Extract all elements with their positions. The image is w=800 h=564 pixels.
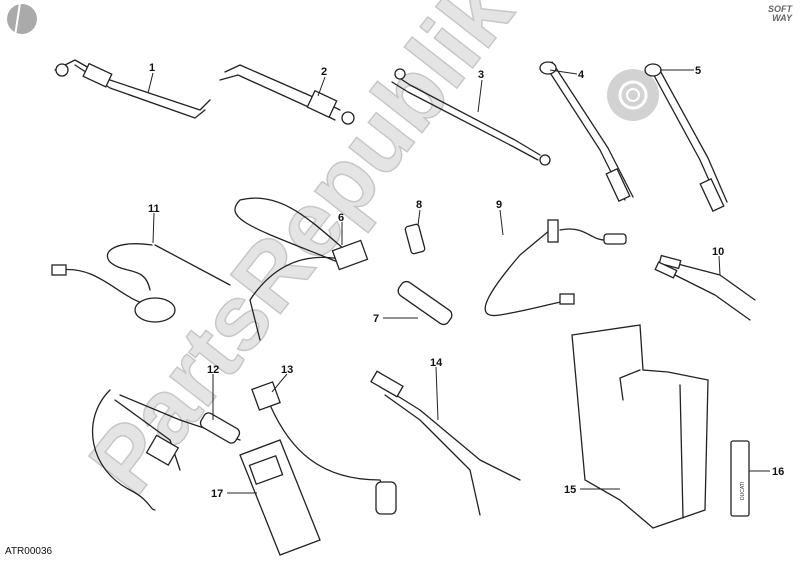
callout-4: 4 <box>578 69 585 81</box>
callout-5: 5 <box>695 65 701 77</box>
globe-icon <box>7 2 37 37</box>
callout-12: 12 <box>207 364 219 376</box>
part-2-hose <box>219 64 355 125</box>
callout-17: 17 <box>211 488 223 500</box>
part-10-clips <box>654 254 756 321</box>
part-11-probe <box>51 243 231 323</box>
callout-10: 10 <box>712 246 724 258</box>
part-12-harness <box>91 389 241 511</box>
part-15-case <box>571 324 709 529</box>
part-5-hose <box>644 63 728 212</box>
part-6-cable <box>234 197 369 341</box>
callout-8: 8 <box>416 199 422 211</box>
callout-1: 1 <box>149 62 155 74</box>
part-1-hose <box>54 59 211 119</box>
callout-3: 3 <box>478 69 484 81</box>
part-14-cable <box>370 370 521 516</box>
part-3-hose <box>391 68 551 166</box>
diagram-code: ATR00036 <box>5 546 53 557</box>
part-9-cable <box>484 219 627 317</box>
svg-text:PartsRepublik: PartsRepublik <box>70 0 532 512</box>
callout-9: 9 <box>496 199 502 211</box>
part-8-fitting <box>404 223 426 255</box>
callouts: 1 2 3 4 5 6 7 8 9 10 11 12 13 14 15 16 1… <box>147 62 784 500</box>
part-4-hose <box>539 61 634 202</box>
part-17-tester <box>239 439 321 556</box>
callout-16: 16 <box>772 466 784 478</box>
callout-7: 7 <box>373 313 379 325</box>
part-7-fitting <box>397 280 453 326</box>
part-16-tag: DUCATI <box>730 440 750 517</box>
callout-2: 2 <box>321 66 327 78</box>
callout-13: 13 <box>281 364 293 376</box>
svg-text:DUCATI: DUCATI <box>740 482 746 500</box>
part-13-cable <box>251 381 397 515</box>
callout-14: 14 <box>430 357 443 369</box>
callout-15: 15 <box>564 484 576 496</box>
callout-6: 6 <box>338 212 344 224</box>
callout-11: 11 <box>148 203 160 215</box>
gear-icon <box>607 69 659 121</box>
